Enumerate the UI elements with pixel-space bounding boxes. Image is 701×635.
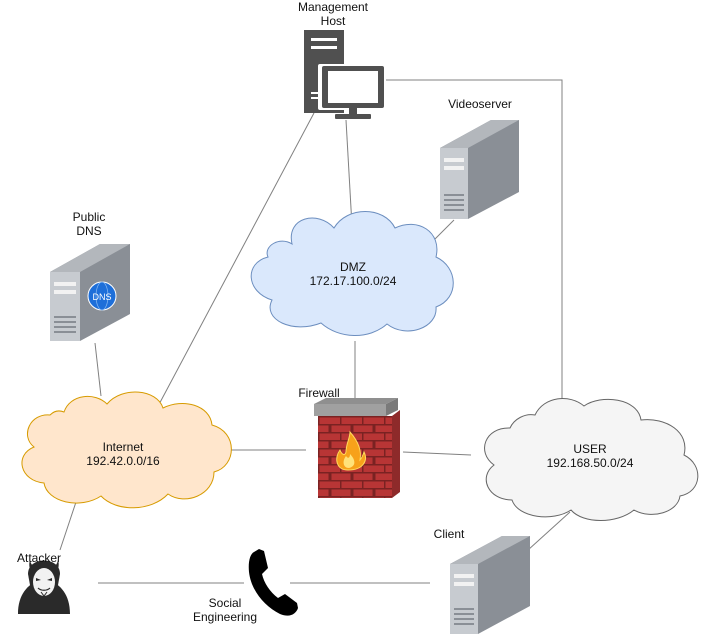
user-cloud-icon [484,398,699,521]
client-label: Client [433,527,465,541]
internet-cloud-icon [21,391,232,509]
videoserver-label: Videoserver [448,97,512,111]
link-mgmt-internet [155,112,315,411]
public-dns-label-line2: DNS [76,224,102,238]
user-name: USER [573,442,607,456]
firewall-icon [314,398,400,498]
phone-icon [248,549,298,616]
link-dns-internet [94,342,102,397]
dmz-name: DMZ [340,260,366,274]
attacker-icon [18,560,70,614]
dmz-cloud-icon [250,211,454,336]
public-dns-label-line1: Public [72,210,106,224]
link-mgmt-user [384,79,563,403]
management-host-label-line1: Management [297,0,369,14]
management-host-label: Management Host [288,0,378,28]
link-video-dmz [431,219,455,243]
link-mgmt-dmz [345,119,353,227]
internet-name: Internet [102,440,144,454]
management-host-icon [304,30,386,119]
link-firewall-user [402,451,472,456]
user-label: USER 192.168.50.0/24 [530,442,650,470]
social-engineering-label-line1: Social [208,596,242,610]
dns-server-icon: DNS [50,244,130,341]
attacker-label: Attacker [16,551,61,565]
dns-badge: DNS [92,292,111,302]
videoserver-icon [440,120,519,219]
internet-subnet: 192.42.0.0/16 [86,454,160,468]
user-subnet: 192.168.50.0/24 [546,456,634,470]
social-engineering-label-line2: Engineering [192,610,258,624]
dmz-subnet: 172.17.100.0/24 [309,274,397,288]
firewall-label: Firewall [298,386,340,400]
connection-lines [59,79,571,584]
social-engineering-label: Social Engineering [185,596,265,624]
public-dns-label: Public DNS [60,210,118,238]
dmz-label: DMZ 172.17.100.0/24 [296,260,410,288]
internet-label: Internet 192.42.0.0/16 [68,440,178,468]
link-user-client [527,511,571,551]
management-host-label-line2: Host [320,14,346,28]
client-server-icon [450,536,530,634]
